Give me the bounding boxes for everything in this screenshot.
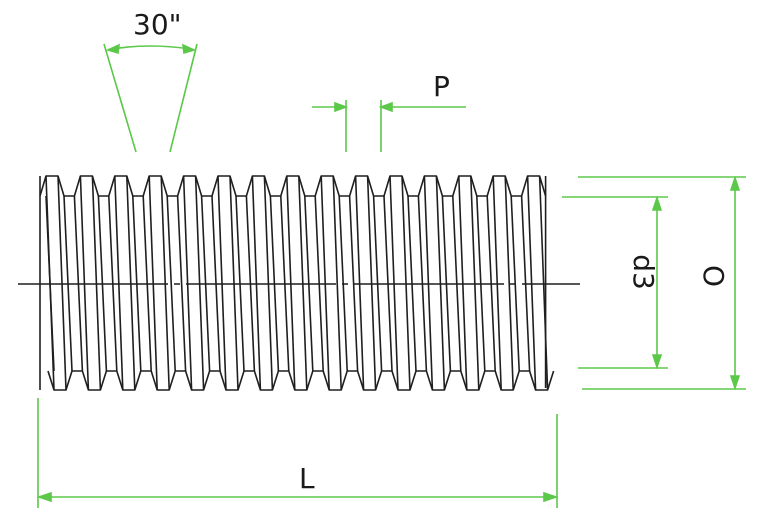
threaded-rod xyxy=(39,175,555,391)
angle-arrow-right xyxy=(182,43,197,55)
minor-diameter-dimension xyxy=(562,195,668,370)
thread-crest-edge xyxy=(401,175,411,391)
thread-crest-edge xyxy=(354,175,365,391)
thread-crest-edge xyxy=(389,175,399,391)
thread-crest-edge xyxy=(286,175,296,391)
thread-crest-edge xyxy=(538,175,549,391)
outer-diameter-label: O xyxy=(697,265,730,287)
thread-crest-edge xyxy=(160,175,170,391)
thread-crest-edge xyxy=(423,175,434,391)
thread-crest-edge xyxy=(366,175,377,391)
thread-crest-edge xyxy=(332,175,342,391)
thread-crest-edge xyxy=(263,175,274,391)
pitch-arrow-right xyxy=(378,101,393,113)
bottom-thread-profile xyxy=(47,370,555,391)
angle-extension-right xyxy=(169,43,198,153)
angle-dimension xyxy=(103,43,198,153)
thread-crest-edge xyxy=(504,175,514,391)
thread-crest-edge xyxy=(194,175,205,391)
thread-crest-edge xyxy=(470,175,480,391)
top-thread-profile xyxy=(39,175,547,197)
thread-root-edge xyxy=(166,195,176,372)
thread-crest-edge xyxy=(45,175,55,391)
thread-crest-edge xyxy=(79,175,90,391)
o-arrow-bottom xyxy=(729,375,741,391)
thread-crest-edge xyxy=(114,175,124,391)
l-arrow-right xyxy=(543,491,559,503)
thread-crest-edge xyxy=(229,175,239,391)
pitch-dimension xyxy=(312,100,466,152)
thread-crest-edge xyxy=(458,175,468,391)
thread-crest-edge xyxy=(148,175,158,391)
thread-crest-edge xyxy=(320,175,330,391)
thread-crest-edge xyxy=(57,175,67,391)
dimension-annotations xyxy=(36,43,746,508)
l-arrow-left xyxy=(36,491,52,503)
thread-crest-edge xyxy=(492,175,502,391)
angle-label: 30" xyxy=(133,8,182,41)
thread-root-edge xyxy=(348,195,359,372)
o-arrow-top xyxy=(729,175,741,191)
thread-crest-edge xyxy=(182,175,193,391)
angle-arrow-left xyxy=(105,43,120,55)
pitch-label: P xyxy=(433,70,450,103)
thread-crest-edge xyxy=(298,175,308,391)
angle-extension-left xyxy=(103,43,137,153)
length-dimension xyxy=(36,398,559,508)
minor-diameter-label: d3 xyxy=(627,254,660,290)
thread-crest-edge xyxy=(91,175,102,391)
d3-arrow-top xyxy=(651,195,663,211)
thread-crest-edge xyxy=(526,175,537,391)
thread-crest-edge xyxy=(126,175,136,391)
outer-diameter-dimension xyxy=(578,175,746,391)
d3-arrow-bottom xyxy=(651,354,663,370)
thread-root-edge xyxy=(176,195,187,372)
thread-crest-edge xyxy=(217,175,227,391)
pitch-arrow-left xyxy=(334,101,349,113)
length-label: L xyxy=(299,462,315,495)
angle-arc xyxy=(111,45,191,50)
thread-crest-edge xyxy=(435,175,446,391)
thread-crest-edge xyxy=(251,175,262,391)
